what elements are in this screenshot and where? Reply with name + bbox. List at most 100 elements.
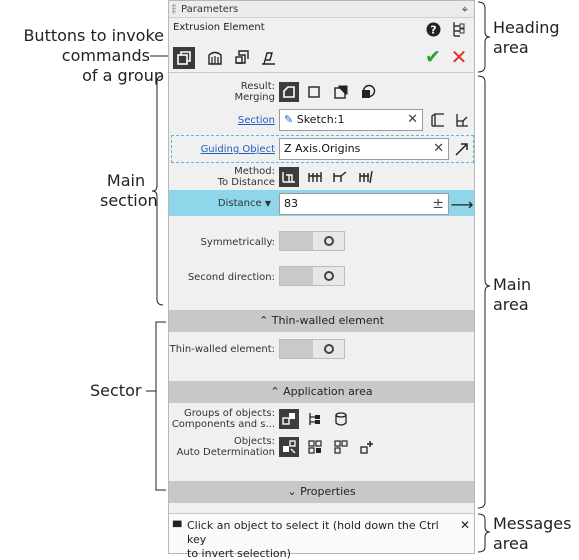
thin-walled-toggle[interactable] <box>279 339 345 359</box>
ok-checkmark-icon[interactable]: ✔ <box>425 46 441 68</box>
messages-area: ▀ Click an object to select it (hold dow… <box>169 513 474 560</box>
all-objects-button[interactable] <box>305 437 325 457</box>
toggle-knob-icon <box>324 344 334 354</box>
toggle-off-part <box>280 267 313 285</box>
method-to-surface-button[interactable] <box>356 167 376 187</box>
new-body-result-button[interactable] <box>304 82 324 102</box>
heading-area-line1: Heading <box>493 18 560 37</box>
help-icon[interactable]: ? <box>423 19 443 39</box>
panel-titlebar[interactable]: Parameters ⌖ <box>169 1 474 18</box>
auto-determination-button[interactable] <box>279 437 299 457</box>
guiding-object-value: Z Axis.Origins <box>284 142 361 155</box>
sector-caption: Sector <box>90 381 142 400</box>
symmetrically-label: Symmetrically: <box>200 237 275 248</box>
clear-section-icon[interactable]: ✕ <box>407 112 418 127</box>
guiding-object-field[interactable]: Z Axis.Origins ✕ <box>279 138 449 160</box>
main-area-line2: area <box>493 295 529 314</box>
result-label: Result: Merging <box>189 81 275 103</box>
plus-minus-icon[interactable]: ± <box>432 196 444 212</box>
method-label-line1: Method: <box>234 166 275 177</box>
message-text: Click an object to select it (hold down … <box>187 519 455 560</box>
buttons-caption-line2: commands <box>61 46 150 65</box>
group-parameters-button[interactable] <box>173 47 195 69</box>
main-area: Result: Merging Section ✎ Sketch:1 ✕ <box>169 73 474 510</box>
components-group-button[interactable] <box>279 409 299 429</box>
message-flag-icon: ▀ <box>173 521 182 534</box>
main-area-caption: Main area <box>493 275 531 315</box>
properties-group-button[interactable] <box>232 48 252 68</box>
subtract-result-button[interactable] <box>331 82 351 102</box>
toggle-knob-icon <box>324 271 334 281</box>
thin-walled-label: Thin-walled element: <box>169 344 275 355</box>
result-label-line2: Merging <box>234 92 275 103</box>
distance-value: 83 <box>284 197 298 210</box>
toggle-knob-icon <box>324 236 334 246</box>
method-to-vertex-button[interactable] <box>330 167 350 187</box>
messages-area-caption: Messages area <box>493 514 571 554</box>
chevron-up-icon: ⌃ <box>259 314 272 327</box>
method-through-all-button[interactable] <box>305 167 325 187</box>
dropdown-triangle-icon[interactable]: ▼ <box>264 199 271 208</box>
groups-of-objects-label: Groups of objects: Components and s... <box>169 408 275 430</box>
message-line1: Click an object to select it (hold down … <box>187 519 439 546</box>
sector-application-area[interactable]: ⌃ Application area <box>169 381 474 403</box>
objects-label-line1: Objects: <box>233 436 275 447</box>
sector-thin-walled-title: Thin-walled element <box>271 314 384 327</box>
left-pointer-lines <box>146 55 168 491</box>
create-sketch-icon[interactable] <box>452 110 472 130</box>
main-section-line1: Main <box>106 171 146 190</box>
buttons-caption-line1: Buttons to invoke <box>23 26 164 45</box>
element-name: Extrusion Element <box>173 22 265 33</box>
clear-guiding-icon[interactable]: ✕ <box>433 141 444 156</box>
messages-area-line1: Messages <box>493 514 572 533</box>
method-label: Method: To Distance <box>189 166 275 188</box>
guiding-object-link[interactable]: Guiding Object <box>200 144 275 155</box>
heading-area-line2: area <box>493 38 529 57</box>
objects-label: Objects: Auto Determination <box>169 436 275 458</box>
distance-input[interactable]: 83 ± <box>279 193 449 215</box>
message-line2: to invert selection) <box>187 547 291 560</box>
groups-label-line1: Groups of objects: <box>183 408 275 419</box>
selected-objects-button[interactable] <box>331 437 351 457</box>
parameters-panel: Parameters ⌖ Extrusion Element ? ✔ ✕ Res… <box>168 0 475 560</box>
sector-properties[interactable]: ⌄ Properties <box>169 481 474 503</box>
section-field[interactable]: ✎ Sketch:1 ✕ <box>279 109 423 131</box>
objects-label-line2: Auto Determination <box>176 447 275 458</box>
drag-grip-icon[interactable] <box>172 4 176 14</box>
section-link[interactable]: Section <box>237 115 275 126</box>
groups-label-line2: Components and s... <box>171 419 275 430</box>
heading-area-caption: Heading area <box>493 18 560 58</box>
tree-icon[interactable] <box>449 19 469 39</box>
method-to-distance-button[interactable] <box>279 167 299 187</box>
main-section-caption: Main section <box>100 171 158 211</box>
render-group-button[interactable] <box>259 48 279 68</box>
cancel-close-icon[interactable]: ✕ <box>450 45 468 69</box>
right-braces <box>477 1 491 553</box>
close-message-icon[interactable]: ✕ <box>459 518 470 532</box>
main-area-line1: Main <box>493 275 532 294</box>
direction-arrow-icon[interactable] <box>452 139 472 159</box>
intersect-result-button[interactable] <box>358 82 378 102</box>
distance-label[interactable]: Distance ▼ <box>189 198 271 209</box>
sector-properties-title: Properties <box>300 485 356 498</box>
sector-thin-walled[interactable]: ⌃ Thin-walled element <box>169 310 474 332</box>
second-direction-toggle[interactable] <box>279 266 345 286</box>
toggle-off-part <box>280 340 313 358</box>
result-label-line1: Result: <box>240 81 275 92</box>
merge-result-button[interactable] <box>279 82 299 102</box>
add-object-button[interactable] <box>357 437 377 457</box>
toggle-off-part <box>280 232 313 250</box>
distance-label-text: Distance <box>217 198 262 209</box>
thin-wall-group-button[interactable] <box>205 48 225 68</box>
direction-right-arrow-icon[interactable]: ⟶ <box>450 194 474 214</box>
edit-sketch-icon[interactable] <box>428 110 448 130</box>
chevron-up-icon: ⌃ <box>270 385 284 398</box>
symmetrically-toggle[interactable] <box>279 231 345 251</box>
bodies-cylinder-button[interactable] <box>331 409 351 429</box>
pin-icon[interactable]: ⌖ <box>461 3 468 16</box>
tree-select-button[interactable] <box>305 409 325 429</box>
heading-area: Extrusion Element ? ✔ ✕ <box>169 18 474 73</box>
main-section-line2: section <box>100 191 158 210</box>
sector-application-title: Application area <box>283 385 373 398</box>
svg-text:?: ? <box>430 23 436 36</box>
